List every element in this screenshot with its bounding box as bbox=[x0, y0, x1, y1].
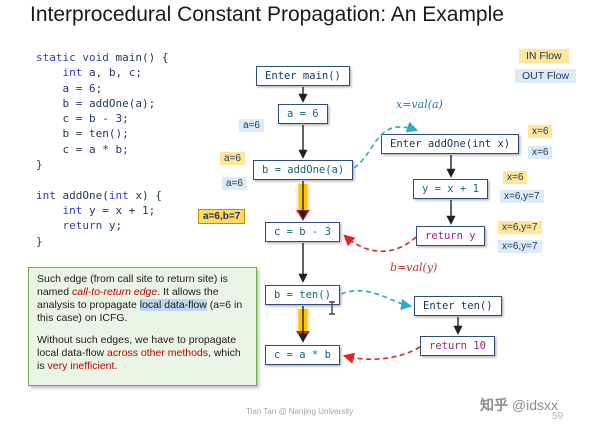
note-body: Such edge (from call site to return site… bbox=[37, 273, 248, 373]
node-enter-main: Enter main() bbox=[256, 66, 350, 86]
code-line: c = a * b; bbox=[36, 142, 129, 156]
call-edge-ten bbox=[340, 289, 413, 311]
page-number: 59 bbox=[552, 411, 564, 422]
fact-label: x=6 bbox=[503, 171, 528, 184]
author-credit: Tian Tan @ Nanjing University bbox=[246, 407, 354, 416]
code-line: a = 6; bbox=[36, 81, 103, 95]
code-line bbox=[36, 172, 168, 187]
code-line: b = addOne(a); bbox=[36, 96, 156, 110]
code-line: int addOne(int x) { bbox=[36, 188, 162, 202]
legend-out-flow: OUT Flow bbox=[515, 69, 577, 83]
return-edge-addone bbox=[343, 234, 417, 252]
node-b-ten: b = ten() bbox=[265, 285, 340, 305]
note-box: Such edge (from call site to return site… bbox=[28, 267, 257, 386]
watermark-user: @idsxx bbox=[511, 397, 558, 413]
text-cursor-icon bbox=[329, 301, 335, 315]
code-line: int a, b, c; bbox=[62, 66, 142, 80]
slide-title: Interprocedural Constant Propagation: An… bbox=[30, 3, 504, 26]
legend-in-flow: IN Flow bbox=[519, 49, 569, 63]
node-return-y: return y bbox=[416, 226, 485, 246]
code-line: } bbox=[36, 158, 43, 172]
fact-label: a=6 bbox=[220, 152, 245, 165]
fact-label-merged: a=6,b=7 bbox=[198, 209, 246, 224]
code-line: return y; bbox=[62, 219, 123, 233]
watermark: 知乎 @idsxx bbox=[480, 395, 558, 415]
fact-label: x=6 bbox=[528, 125, 553, 138]
node-return-10: return 10 bbox=[420, 336, 495, 356]
node-enter-ten: Enter ten() bbox=[414, 296, 502, 316]
code-line: } bbox=[36, 234, 43, 248]
watermark-brand: 知乎 bbox=[480, 397, 508, 413]
code-block: static void main() { int a, b, c; a = 6;… bbox=[36, 50, 168, 249]
code-line: int y = x + 1; bbox=[62, 203, 156, 217]
node-b-addone: b = addOne(a) bbox=[253, 160, 354, 180]
node-c-b-minus-3: c = b - 3 bbox=[265, 222, 340, 242]
fact-label: x=6,y=7 bbox=[498, 221, 542, 234]
return-edge-ten bbox=[342, 346, 421, 364]
call-to-return-arrowhead-2 bbox=[296, 331, 310, 342]
code-line: b = ten(); bbox=[36, 127, 129, 141]
fact-label: x=6 bbox=[528, 146, 553, 159]
node-a-assign: a = 6 bbox=[278, 104, 328, 124]
node-c-a-times-b: c = a * b bbox=[265, 345, 340, 365]
code-line: static void main() { bbox=[36, 51, 169, 64]
code-line: c = b - 3; bbox=[36, 112, 129, 126]
call-edge-label: x=val(a) bbox=[396, 98, 443, 111]
return-edge-label: b=val(y) bbox=[390, 261, 438, 274]
fact-label: a=6 bbox=[222, 177, 247, 190]
node-enter-addone: Enter addOne(int x) bbox=[381, 134, 520, 154]
fact-label: x=6,y=7 bbox=[500, 190, 544, 203]
fact-label: a=6 bbox=[239, 119, 264, 132]
node-y-assign: y = x + 1 bbox=[413, 179, 488, 199]
fact-label: x=6,y=7 bbox=[498, 240, 542, 253]
call-to-return-arrowhead-1 bbox=[296, 210, 310, 221]
note-paragraph: Without such edges, we have to propagate… bbox=[37, 334, 241, 372]
note-paragraph: Such edge (from call site to return site… bbox=[37, 273, 243, 324]
